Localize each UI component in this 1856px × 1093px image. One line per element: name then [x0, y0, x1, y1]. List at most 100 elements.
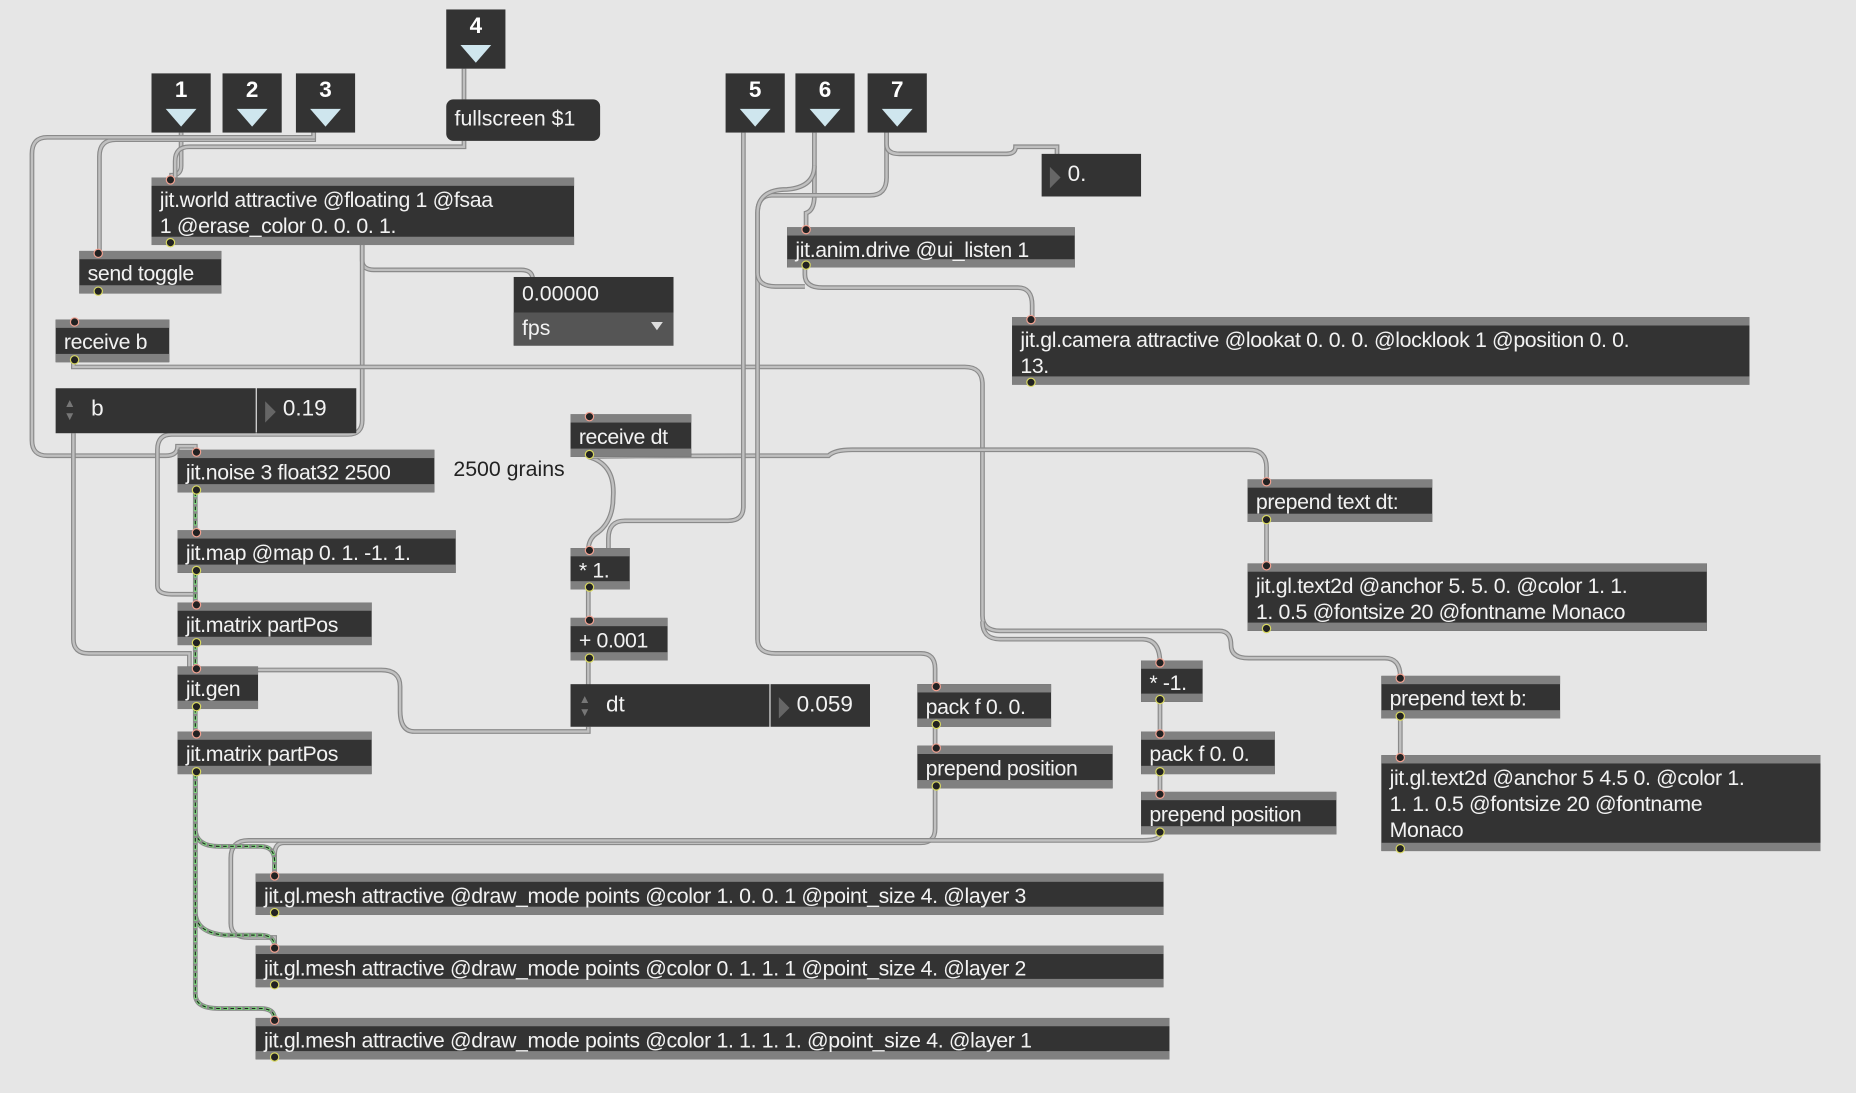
jit-gen-object[interactable]: jit.gen [177, 664, 259, 712]
inlet[interactable] [931, 743, 942, 753]
receive-dt-object[interactable]: receive dt [570, 411, 692, 460]
inlet[interactable] [1155, 729, 1165, 739]
outlet[interactable] [165, 237, 176, 248]
matrix-cord [194, 774, 276, 875]
inlet[interactable] [1261, 561, 1272, 571]
inlet[interactable] [584, 545, 595, 556]
inlet[interactable] [1395, 752, 1406, 763]
plus-001-object[interactable]: + 0.001 [570, 615, 668, 663]
outlet[interactable] [269, 980, 280, 990]
object-text: * -1. [1149, 671, 1187, 695]
outlet[interactable] [1395, 711, 1406, 721]
inlet[interactable] [269, 871, 280, 881]
pack-1-object[interactable]: pack f 0. 0. [917, 681, 1052, 730]
attrui-dt-attribute[interactable]: ▲ ▼dt [570, 684, 770, 727]
outlet[interactable] [1155, 827, 1165, 837]
attrui-dt-value-box[interactable]: 0.059 [770, 684, 870, 727]
outlet[interactable] [1261, 514, 1272, 525]
jit-matrix-1-object[interactable]: jit.matrix partPos [177, 600, 372, 648]
bang-button-2[interactable]: 2 [222, 73, 282, 133]
outlet[interactable] [191, 485, 202, 495]
fullscreen-message[interactable]: fullscreen $1 [446, 99, 601, 141]
inlet[interactable] [1155, 658, 1165, 668]
inlet[interactable] [93, 248, 103, 259]
grains-comment: 2500 grains [453, 457, 564, 482]
inlet[interactable] [191, 729, 202, 739]
inlet[interactable] [191, 447, 202, 457]
outlet[interactable] [584, 449, 595, 460]
outlet[interactable] [69, 355, 80, 365]
mesh-1-object[interactable]: jit.gl.mesh attractive @draw_mode points… [255, 871, 1164, 918]
outlet[interactable] [584, 653, 595, 663]
camera-object[interactable]: jit.gl.camera attractive @lookat 0. 0. 0… [1012, 314, 1750, 388]
prepend-position-2-object[interactable]: prepend position [1141, 789, 1337, 837]
inlet[interactable] [931, 681, 942, 692]
text2d-1-object[interactable]: jit.gl.text2d @anchor 5. 5. 0. @color 1.… [1247, 561, 1707, 634]
attrui-b-value-box[interactable]: 0.19 [256, 388, 357, 434]
object-text: prepend position [1149, 802, 1302, 827]
jit-map-object[interactable]: jit.map @map 0. 1. -1. 1. [177, 527, 456, 576]
outlet[interactable] [584, 582, 595, 592]
fps-unit-menu[interactable]: fps [513, 312, 674, 346]
jit-world-object[interactable]: jit.world attractive @floating 1 @fsaa 1… [151, 175, 575, 248]
outlet[interactable] [931, 719, 942, 730]
jit-noise-object[interactable]: jit.noise 3 float32 2500 [177, 447, 435, 495]
outlet[interactable] [269, 1052, 280, 1062]
float-number-box[interactable]: 0. [1041, 153, 1142, 197]
outlet[interactable] [191, 701, 202, 712]
bang-button-1[interactable]: 1 [151, 73, 211, 133]
inlet[interactable] [191, 600, 202, 610]
inlet[interactable] [69, 317, 80, 327]
inlet[interactable] [191, 664, 202, 674]
bang-button-3[interactable]: 3 [295, 73, 356, 133]
patch-cord [235, 668, 590, 733]
text2d-2-object[interactable]: jit.gl.text2d @anchor 5 4.5 0. @color 1.… [1381, 752, 1821, 854]
outlet[interactable] [1261, 623, 1272, 634]
outlet[interactable] [1395, 843, 1406, 854]
bang-button-7[interactable]: 7 [867, 73, 927, 133]
inlet[interactable] [1395, 673, 1406, 683]
outlet[interactable] [191, 565, 202, 576]
inlet[interactable] [269, 943, 280, 953]
inlet[interactable] [165, 175, 176, 185]
anim-drive-object[interactable]: jit.anim.drive @ui_listen 1 [787, 224, 1075, 270]
pack-2-object[interactable]: pack f 0. 0. [1141, 729, 1275, 777]
send-toggle-object[interactable]: send toggle [79, 248, 222, 296]
prepend-position-1-object[interactable]: prepend position [917, 743, 1113, 791]
prepend-text-b-object[interactable]: prepend text b: [1381, 673, 1561, 721]
outlet[interactable] [1155, 694, 1165, 705]
outlet[interactable] [191, 767, 202, 777]
outlet[interactable] [1155, 767, 1165, 777]
outlet[interactable] [1026, 377, 1036, 388]
inlet[interactable] [191, 527, 202, 538]
outlet[interactable] [191, 637, 202, 648]
inlet[interactable] [1155, 789, 1165, 799]
bang-button-5[interactable]: 5 [725, 73, 785, 133]
object-text: pack f 0. 0. [1149, 742, 1250, 766]
inlet[interactable] [801, 224, 811, 235]
triangle-down-icon [739, 108, 771, 127]
outlet[interactable] [269, 907, 280, 918]
inlet[interactable] [1261, 477, 1272, 487]
receive-b-object[interactable]: receive b [55, 317, 170, 365]
times-neg1-object[interactable]: * -1. [1141, 658, 1203, 705]
prepend-text-dt-object[interactable]: prepend text dt: [1247, 477, 1433, 525]
inlet[interactable] [269, 1015, 280, 1026]
inlet[interactable] [1026, 314, 1036, 325]
outlet[interactable] [931, 781, 942, 791]
inlet[interactable] [584, 615, 595, 625]
matrix-cord [192, 774, 277, 948]
attrui-b-attribute[interactable]: ▲ ▼b [55, 388, 256, 434]
outlet[interactable] [93, 286, 103, 296]
jit-matrix-2-object[interactable]: jit.matrix partPos [177, 729, 372, 777]
outlet[interactable] [801, 260, 811, 270]
mesh-2-object[interactable]: jit.gl.mesh attractive @draw_mode points… [255, 943, 1164, 990]
bang-button-6[interactable]: 6 [795, 73, 855, 133]
times-1-object[interactable]: * 1. [570, 545, 630, 592]
mesh-3-object[interactable]: jit.gl.mesh attractive @draw_mode points… [255, 1015, 1170, 1062]
bang-button-4[interactable]: 4 [446, 9, 506, 69]
object-text: jit.gen [185, 677, 241, 701]
inlet[interactable] [584, 411, 595, 422]
